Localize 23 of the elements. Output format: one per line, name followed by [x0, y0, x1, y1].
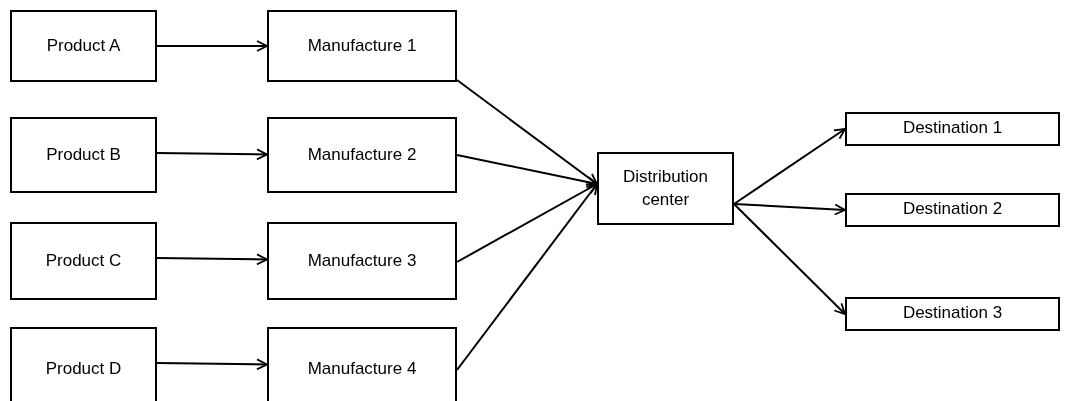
process-box: Destination 1	[845, 112, 1060, 146]
arrow	[456, 183, 598, 263]
arrow	[156, 148, 268, 161]
arrow	[733, 203, 846, 315]
arrow	[156, 40, 268, 52]
arrow	[156, 358, 268, 371]
process-box: Destination 3	[845, 297, 1060, 331]
arrow	[733, 203, 846, 216]
process-box: Product B	[10, 117, 157, 193]
arrow	[456, 183, 598, 371]
arrow	[456, 154, 598, 188]
process-box: Destination 2	[845, 193, 1060, 227]
process-box: Product A	[10, 10, 157, 82]
process-box: Manufacture 2	[267, 117, 457, 193]
process-box: Product D	[10, 327, 157, 401]
process-box: Product C	[10, 222, 157, 300]
process-box: Manufacture 4	[267, 327, 457, 401]
process-box: Manufacture 3	[267, 222, 457, 300]
arrow	[733, 128, 846, 205]
arrow	[456, 79, 598, 185]
process-box: Distribution center	[597, 152, 734, 225]
process-box: Manufacture 1	[267, 10, 457, 82]
arrow	[156, 253, 268, 266]
